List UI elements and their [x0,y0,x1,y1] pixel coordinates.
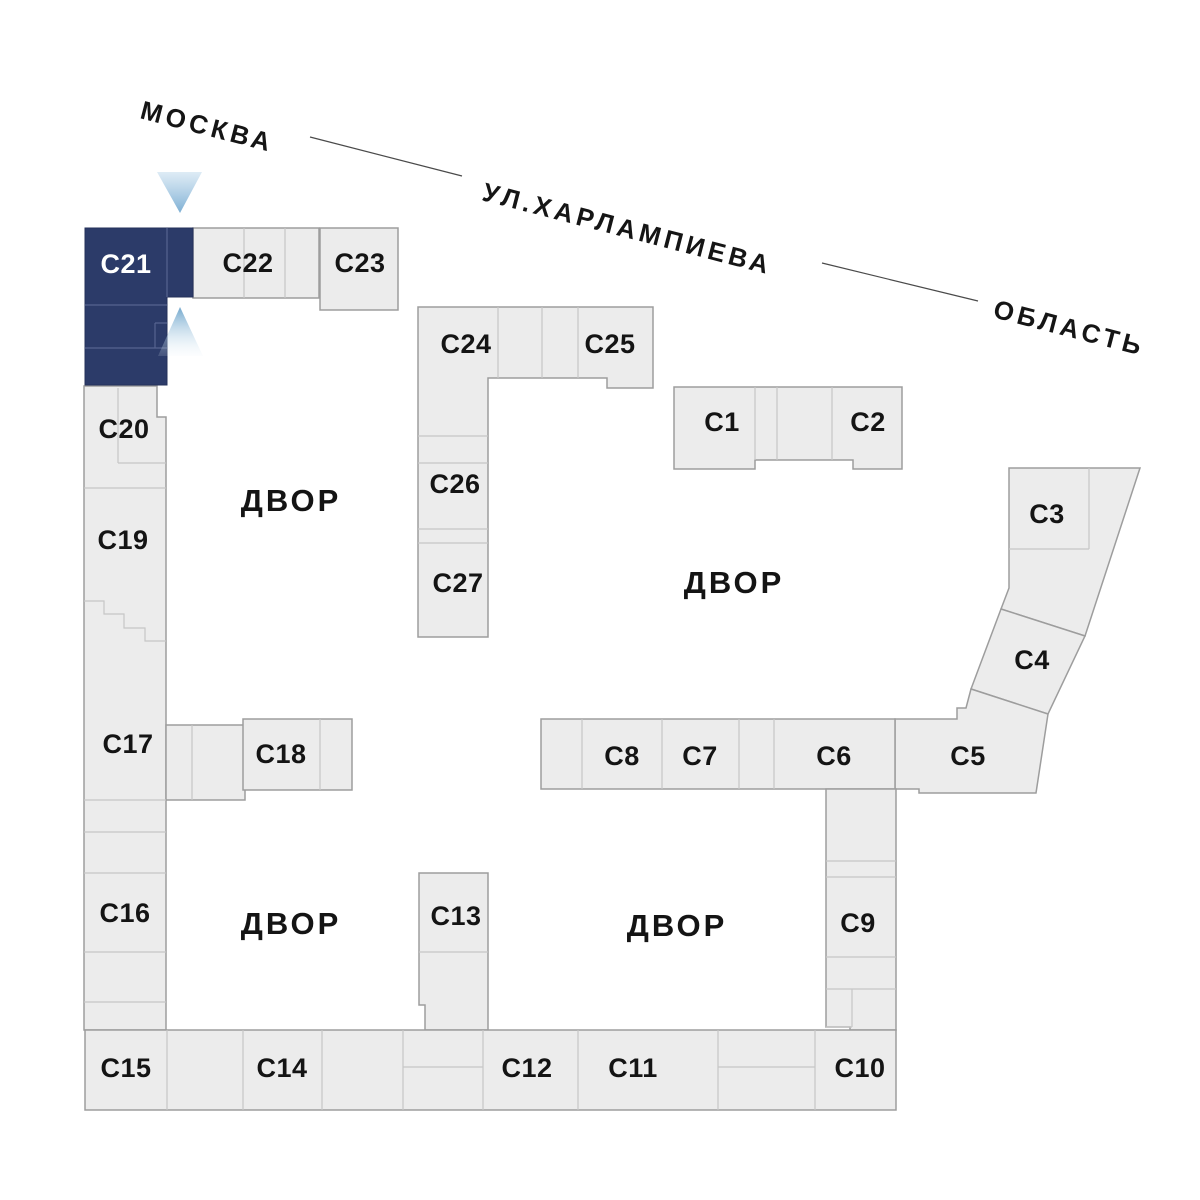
building-c18-shape[interactable] [242,718,353,791]
building-c2-label: C2 [850,407,886,437]
building-c1-c2-shape[interactable] [673,386,903,470]
left-column-unit-dividers [84,388,193,1003]
building-c5-label: C5 [950,741,986,771]
building-c1-label: C1 [704,407,740,437]
building-c16-label: C16 [99,898,150,928]
building-c21-label: C21 [100,249,151,279]
building-c19-label: C19 [97,525,148,555]
c24-c27-unit-dividers [418,307,579,544]
building-c10-label: C10 [834,1053,885,1083]
courtyard-label-bottom-right: ДВОР [627,908,728,943]
building-c20-label: C20 [98,414,149,444]
building-c13-label: C13 [430,901,481,931]
courtyard-label-bottom-left: ДВОР [241,906,342,941]
building-c9-label: C9 [840,908,876,938]
building-c23-shape[interactable] [319,227,399,311]
building-c3-label: C3 [1029,499,1065,529]
c1-c2-unit-dividers [754,387,833,460]
building-c10-c15-row-shape[interactable] [84,1029,897,1111]
street-line-right [821,262,979,302]
c9-unit-dividers [826,860,896,1028]
street-line-left [309,136,463,177]
building-c27-label: C27 [432,568,483,598]
entrance-arrow-down-icon [157,172,202,213]
building-c11-label: C11 [608,1053,658,1083]
building-c14-label: C14 [256,1053,307,1083]
building-c12-label: C12 [501,1053,552,1083]
building-c24-label: C24 [440,329,491,359]
building-c24-c27-group-shape[interactable] [417,306,654,638]
building-c6-label: C6 [816,741,852,771]
building-c8-label: C8 [604,741,640,771]
courtyard-label-top-right: ДВОР [684,565,785,600]
c6-c8-unit-dividers [581,719,775,789]
c3-unit-box [1009,468,1090,550]
c22-unit-dividers [243,228,286,298]
building-c15-label: C15 [100,1053,151,1083]
c21-unit-dividers [85,228,168,349]
building-c26-label: C26 [429,469,480,499]
building-c22-label: C22 [222,248,273,278]
bottom-row-unit-dividers [166,1030,816,1110]
street-from-label: МОСКВА [137,95,277,158]
street-name-label: УЛ.ХАРЛАМПИЕВА [479,177,775,281]
building-c17-label: C17 [102,729,153,759]
entrance-arrow-up-icon [158,307,203,356]
building-c3-band-shape[interactable] [1000,467,1142,637]
building-c4-label: C4 [1014,645,1050,675]
building-c25-label: C25 [584,329,635,359]
street-to-label: ОБЛАСТЬ [990,294,1148,362]
building-c23-label: C23 [334,248,385,278]
courtyard-label-top-left: ДВОР [241,483,342,518]
building-c18-label: C18 [255,739,306,769]
building-c17-extension-shape[interactable] [165,724,246,801]
building-c7-label: C7 [682,741,718,771]
building-c16-c20-column-shape[interactable] [83,385,167,1031]
